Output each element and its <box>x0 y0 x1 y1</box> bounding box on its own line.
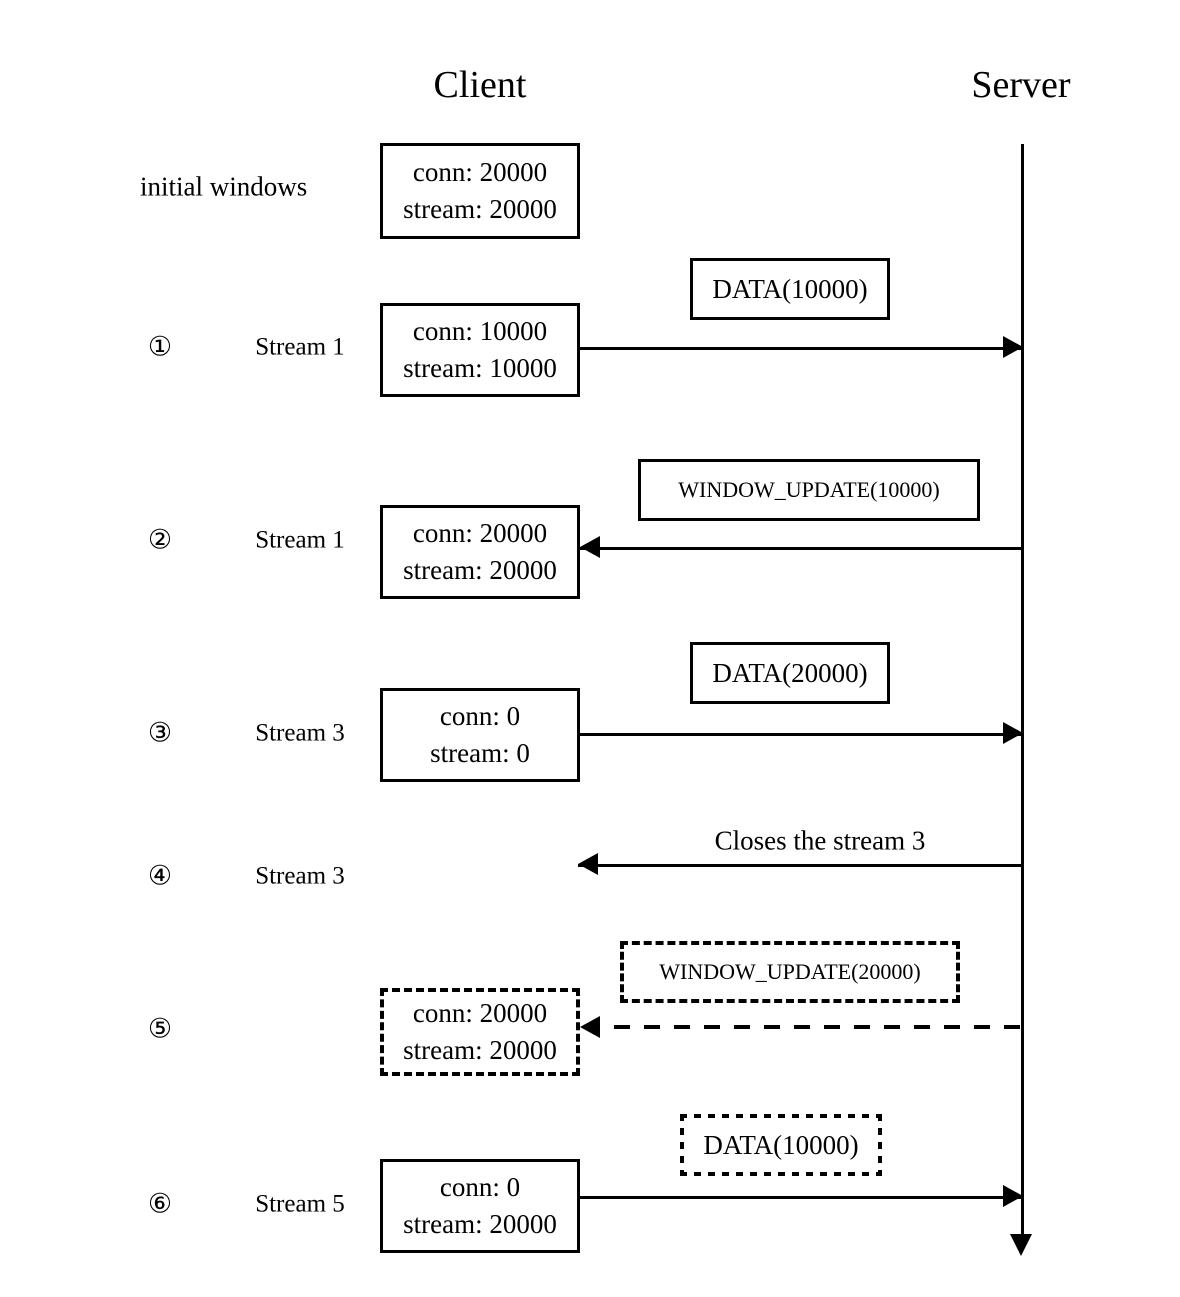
step-number-2: ② <box>147 524 173 555</box>
window-box-step-5: conn: 20000 stream: 20000 <box>380 988 580 1076</box>
arrow-head-right-icon-1 <box>1003 336 1023 358</box>
step-number-3: ③ <box>147 717 173 748</box>
arrow-head-left-icon-4 <box>578 853 598 875</box>
step-stream-label-4: Stream 3 <box>255 862 345 890</box>
server-lifeline <box>1021 144 1024 1236</box>
window-box-stream-line: stream: 20000 <box>403 1209 557 1239</box>
window-box-conn-line: conn: 20000 <box>412 997 548 1028</box>
message-arrow-line-4 <box>578 864 1021 867</box>
message-label: WINDOW_UPDATE(20000) <box>659 959 921 984</box>
message-box-step-3: DATA(20000) <box>690 642 890 704</box>
window-box-conn-line: conn: 20000 <box>412 156 548 187</box>
window-box-conn-line: conn: 0 <box>439 700 521 731</box>
window-box-stream-line: stream: 20000 <box>403 555 557 585</box>
window-box-step-3: conn: 0 stream: 0 <box>380 688 580 782</box>
message-label: DATA(10000) <box>712 273 868 304</box>
window-box-stream-line: stream: 20000 <box>403 194 557 224</box>
step-number-5: ⑤ <box>147 1013 173 1044</box>
step-number-1: ① <box>147 331 173 362</box>
window-box-conn-line: conn: 0 <box>439 1171 521 1202</box>
initial-windows-note: initial windows <box>140 171 308 202</box>
message-arrow-line-5 <box>584 1025 1021 1029</box>
arrow-head-right-icon-3 <box>1003 722 1023 744</box>
window-box-step-1: conn: 10000 stream: 10000 <box>380 303 580 397</box>
server-lifeline-arrowhead-icon <box>1010 1234 1032 1256</box>
message-caption-step-4: Closes the stream 3 <box>714 825 926 856</box>
message-box-step-5: WINDOW_UPDATE(20000) <box>620 941 960 1003</box>
message-label: DATA(10000) <box>703 1129 859 1160</box>
step-stream-label-1: Stream 1 <box>255 333 345 361</box>
window-box-step-6: conn: 0 stream: 20000 <box>380 1159 580 1253</box>
window-box-stream-line: stream: 20000 <box>403 1035 557 1065</box>
arrow-head-left-icon-2 <box>580 536 600 558</box>
window-box-step-2: conn: 20000 stream: 20000 <box>380 505 580 599</box>
window-box-stream-line: stream: 10000 <box>403 353 557 383</box>
arrow-head-left-icon-5 <box>580 1016 600 1038</box>
message-box-step-6: DATA(10000) <box>680 1114 882 1176</box>
window-box-initial: conn: 20000 stream: 20000 <box>380 143 580 239</box>
message-label: DATA(20000) <box>712 657 868 688</box>
step-stream-label-2: Stream 1 <box>255 526 345 554</box>
window-box-conn-line: conn: 10000 <box>412 315 548 346</box>
message-label: WINDOW_UPDATE(10000) <box>678 477 940 502</box>
step-stream-label-3: Stream 3 <box>255 719 345 747</box>
message-arrow-line-3 <box>580 733 1021 736</box>
window-box-conn-line: conn: 20000 <box>412 517 548 548</box>
actor-header-server: Server <box>971 64 1071 106</box>
message-arrow-line-1 <box>580 347 1021 350</box>
step-number-4: ④ <box>147 860 173 891</box>
arrow-head-right-icon-6 <box>1003 1185 1023 1207</box>
step-stream-label-6: Stream 5 <box>255 1190 345 1218</box>
message-box-step-2: WINDOW_UPDATE(10000) <box>638 459 980 521</box>
window-box-stream-line: stream: 0 <box>430 738 530 768</box>
message-box-step-1: DATA(10000) <box>690 258 890 320</box>
step-number-6: ⑥ <box>147 1188 173 1219</box>
message-arrow-line-6 <box>580 1196 1021 1199</box>
actor-header-client: Client <box>433 64 527 106</box>
message-arrow-line-2 <box>580 547 1021 550</box>
